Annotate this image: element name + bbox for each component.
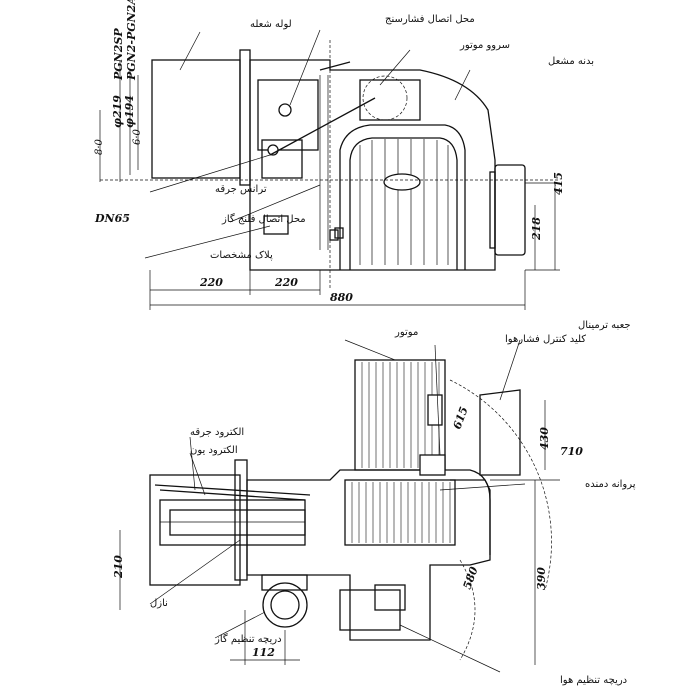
servo-motor: [362, 75, 408, 121]
transformer-block: [261, 139, 303, 179]
dim-615: 615: [451, 405, 471, 431]
body-bottom: [246, 469, 491, 641]
dim-880: 880: [330, 291, 353, 304]
radius-arc-outer: [449, 379, 552, 591]
nameplate-rect: [263, 215, 289, 235]
dim-580: 580: [461, 565, 481, 591]
motor-flange: [489, 171, 496, 249]
fan-motor-end: [494, 164, 526, 256]
dim-phi219: φ219: [111, 95, 124, 128]
label-gas-flange: محل اتصال فلنج گاز: [221, 213, 306, 225]
label-pressure-gauge: محل اتصال فشارسنج: [385, 14, 475, 25]
dim-218: 218: [530, 217, 543, 241]
dim-small-a: 8·0: [94, 138, 105, 155]
fan-impeller: [344, 479, 456, 546]
label-nameplate: پلاک مشخصات: [210, 250, 273, 261]
label-servo-motor: سروو موتور: [459, 40, 510, 51]
top-view: 220 220 880 415 218 φ219 φ194 PGN2SP PGN…: [94, 0, 594, 310]
terminal-box: [479, 389, 521, 476]
dim-710: 710: [560, 445, 583, 458]
gas-damper: [262, 582, 308, 628]
flange-bottom: [234, 459, 248, 581]
label-motor: موتور: [394, 327, 418, 338]
label-nozzle: نازل: [150, 598, 168, 609]
flame-tube-bottom: [149, 474, 241, 586]
dim-phi194: φ194: [123, 95, 136, 128]
label-terminal-box: جعبه ترمینال: [578, 320, 631, 331]
nozzle-assembly: [169, 509, 306, 536]
fan-housing-ribs: [359, 139, 449, 265]
dim-430: 430: [538, 427, 551, 450]
gas-tube: [159, 499, 306, 546]
dim-415: 415: [552, 172, 565, 195]
dim-390: 390: [535, 567, 548, 590]
motor-bottom: [354, 359, 446, 471]
motor-terminal-block: [427, 394, 443, 426]
model-pgn2sp: PGN2SP: [112, 28, 125, 81]
radius-arc-580: [459, 559, 476, 661]
fan-housing: [339, 124, 466, 270]
label-dn65: DN65: [94, 212, 130, 225]
impeller-blades: [351, 482, 451, 543]
label-flame-tube: لوله شعله: [250, 19, 292, 30]
dim-220-left: 220: [199, 276, 223, 289]
dim-220-mid: 220: [274, 276, 298, 289]
burner-body-outline: [249, 59, 496, 271]
pressure-port: [278, 103, 292, 117]
label-ignition-electrode: الکترود جرقه: [190, 427, 244, 438]
flame-tube: [151, 59, 241, 179]
label-air-damper: دریچه تنظیم هوا: [560, 675, 627, 686]
dim-210: 210: [112, 555, 125, 579]
fan-housing-inner: [349, 137, 458, 270]
model-pgn2-pgn2a: PGN2-PGN2A: [125, 0, 138, 81]
label-transformer: ترانس جرقه: [215, 184, 267, 195]
dim-small-b: 6·0: [132, 128, 143, 145]
mounting-flange: [239, 49, 251, 186]
dim-112: 112: [252, 646, 275, 659]
label-fan-impeller: پروانه دمنده: [585, 479, 636, 490]
label-gas-damper: دریچه تنظیم گاز: [214, 633, 282, 645]
bottom-view: 210 430 390 615 710 580 112 موتور کلید ک…: [112, 320, 636, 686]
valve-block: [257, 79, 319, 151]
label-burner-body: بدنه مشعل: [548, 56, 594, 67]
label-ion-electrode: الکترود یون: [190, 445, 238, 456]
air-inlet-eye: [383, 173, 421, 191]
air-pressure-switch: [419, 454, 446, 476]
label-air-switch: کلید کنترل فشارهوا: [505, 334, 586, 345]
servo-housing: [359, 79, 421, 121]
